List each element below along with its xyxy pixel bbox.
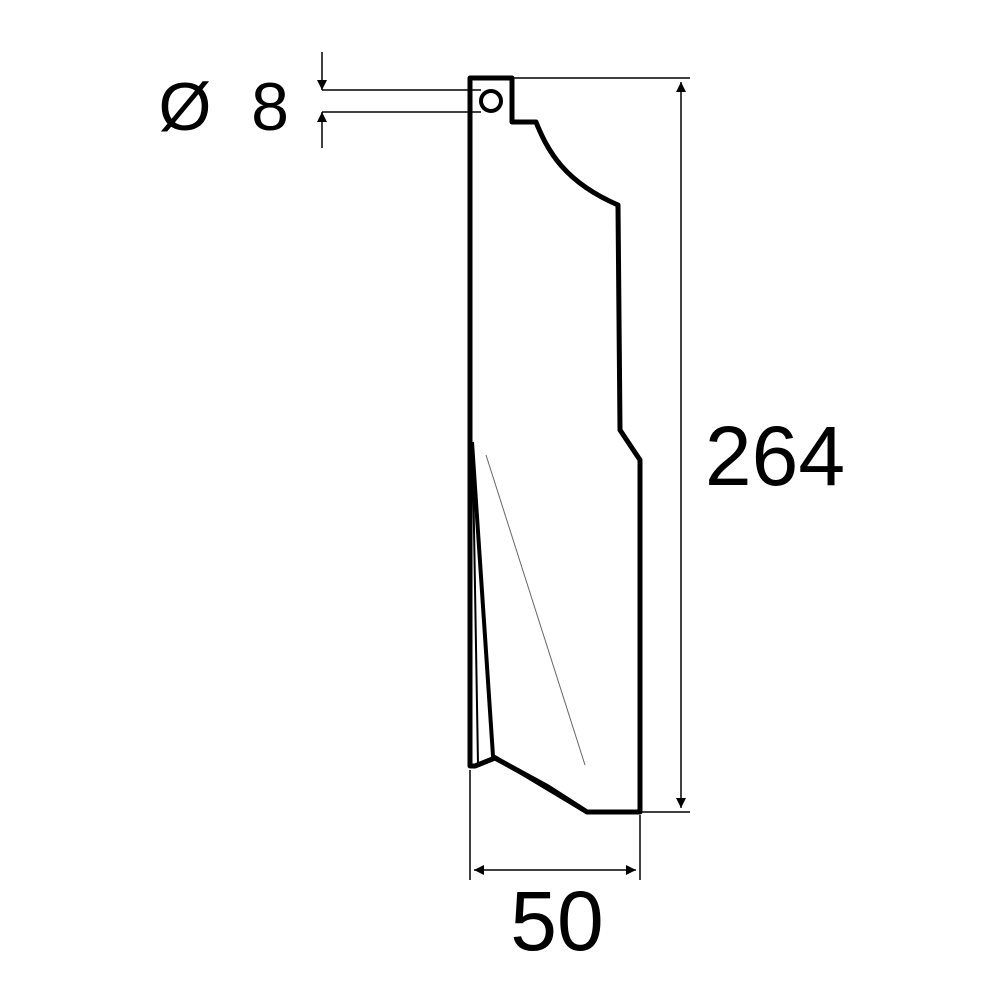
hole-diameter-dimension: Ø 8 [159,52,481,148]
height-value: 264 [705,409,845,503]
mounting-hole [479,89,503,113]
part-profile [467,75,643,815]
width-dimension: 50 [469,770,641,968]
height-dimension: 264 [512,77,845,813]
hole-diameter-value: 8 [251,69,289,145]
width-value: 50 [510,874,603,968]
bevel-edge [470,441,585,812]
part-outline [467,75,643,815]
face-shade-line [485,454,586,766]
bevel-face-line [472,469,479,765]
diameter-symbol: Ø [159,69,212,145]
